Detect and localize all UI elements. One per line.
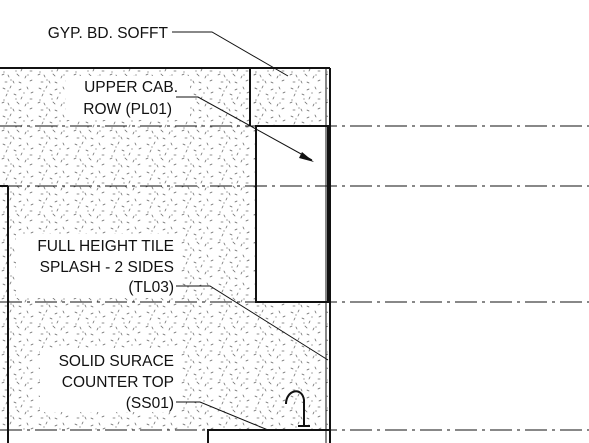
soffit-leader	[172, 31, 289, 77]
countertop-outline	[207, 429, 331, 443]
wall-tile-hatch-strip	[248, 126, 256, 302]
wall-tile-hatch-right	[256, 302, 328, 430]
tile-note-line-2: SPLASH - 2 SIDES	[40, 259, 174, 276]
upper-cab-note-line-2: ROW (PL01)	[83, 101, 172, 118]
upper-cab-leader	[176, 96, 313, 161]
upper-cab-leader-arrowhead	[299, 152, 314, 162]
upper-cab-note-line-1: UPPER CAB.	[84, 79, 178, 96]
tile-leader	[176, 285, 329, 361]
tile-text-mask	[16, 234, 178, 298]
counter-text-mask	[40, 348, 180, 412]
counter-note-line-3: (SS01)	[126, 395, 174, 412]
faucet-icon	[285, 390, 310, 427]
soffit-hatch	[250, 68, 328, 126]
tile-note-line-1: FULL HEIGHT TILE	[37, 238, 174, 255]
tile-note-line-3: (TL03)	[128, 279, 174, 296]
soffit-note: GYP. BD. SOFFT	[48, 25, 169, 42]
counter-leader	[176, 401, 269, 431]
counter-note-line-1: SOLID SURACE	[59, 353, 174, 370]
upper-cabinet-outline	[255, 125, 329, 303]
upper-cab-text-mask	[66, 76, 190, 120]
counter-note-line-2: COUNTER TOP	[62, 374, 174, 391]
